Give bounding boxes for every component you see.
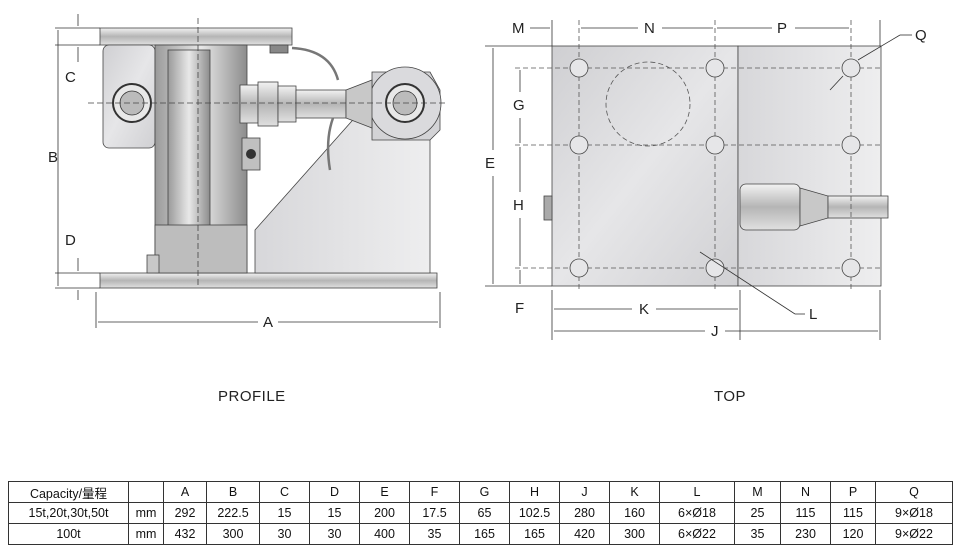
- table-cell: mm: [128, 523, 164, 545]
- table-row: 100t mm 432 300 30 30 400 35 165 165 420…: [8, 523, 953, 545]
- header-cell: E: [359, 481, 410, 503]
- technical-drawing: C B D A PROFILE: [48, 14, 927, 405]
- profile-caption: PROFILE: [218, 388, 286, 405]
- top-dimension-lines: [485, 20, 912, 340]
- header-cell: P: [830, 481, 876, 503]
- column-base: [154, 224, 248, 274]
- dim-h-label: H: [513, 197, 524, 214]
- header-cell: F: [409, 481, 460, 503]
- table-cell: 15: [259, 502, 310, 524]
- dim-p-label: P: [777, 20, 787, 37]
- header-cell: D: [309, 481, 360, 503]
- table-cell: 30: [309, 523, 360, 545]
- table-cell: 165: [509, 523, 560, 545]
- header-cell: A: [163, 481, 207, 503]
- table-cell: 15: [309, 502, 360, 524]
- header-cell: G: [459, 481, 510, 503]
- table-cell: 9×Ø18: [875, 502, 953, 524]
- table-cell: mm: [128, 502, 164, 524]
- header-cell: L: [659, 481, 735, 503]
- table-cell: 115: [780, 502, 831, 524]
- header-cell: Capacity/量程: [8, 481, 129, 503]
- header-cell: [128, 481, 164, 503]
- table-cell: 120: [830, 523, 876, 545]
- table-cell: 400: [359, 523, 410, 545]
- table-cell: 160: [609, 502, 660, 524]
- table-cell: 200: [359, 502, 410, 524]
- header-cell: J: [559, 481, 610, 503]
- header-cell: B: [206, 481, 260, 503]
- dim-m-label: M: [512, 20, 525, 37]
- top-plate: [99, 27, 293, 46]
- table-cell: 300: [206, 523, 260, 545]
- table-cell: 432: [163, 523, 207, 545]
- top-view: [515, 20, 889, 292]
- table-cell: 165: [459, 523, 510, 545]
- spec-table: Capacity/量程 A B C D E F G H J K L M N P …: [8, 481, 953, 545]
- profile-view: [88, 18, 448, 289]
- profile-dimension-lines: [55, 14, 441, 328]
- link-rod: [295, 89, 347, 119]
- dim-q-label: Q: [915, 27, 927, 44]
- table-cell: 6×Ø18: [659, 502, 735, 524]
- header-cell: N: [780, 481, 831, 503]
- header-cell: K: [609, 481, 660, 503]
- hex-nut-3: [277, 85, 297, 123]
- dim-f-label: F: [515, 300, 524, 317]
- header-cell: M: [734, 481, 781, 503]
- dim-k-label: K: [639, 301, 649, 318]
- dim-b-label: B: [48, 149, 58, 166]
- table-cell: 100t: [8, 523, 129, 545]
- header-cell: C: [259, 481, 310, 503]
- table-cell: 300: [609, 523, 660, 545]
- top-plate-left: [551, 45, 739, 287]
- dim-j-label: J: [711, 323, 719, 340]
- hex-nut-1: [239, 84, 259, 124]
- table-cell: 292: [163, 502, 207, 524]
- table-cell: 30: [259, 523, 310, 545]
- table-row: 15t,20t,30t,50t mm 292 222.5 15 15 200 1…: [8, 502, 953, 524]
- top-caption: TOP: [714, 388, 746, 405]
- table-cell: 222.5: [206, 502, 260, 524]
- dim-c-label: C: [65, 69, 76, 86]
- base-plate: [99, 272, 438, 289]
- table-cell: 102.5: [509, 502, 560, 524]
- dim-n-label: N: [644, 20, 655, 37]
- dim-g-label: G: [513, 97, 525, 114]
- hex-nut-2: [257, 81, 279, 127]
- table-cell: 9×Ø22: [875, 523, 953, 545]
- table-cell: 230: [780, 523, 831, 545]
- table-cell: 280: [559, 502, 610, 524]
- header-cell: Q: [875, 481, 953, 503]
- dim-d-label: D: [65, 232, 76, 249]
- dim-a-label: A: [263, 314, 273, 331]
- table-cell: 65: [459, 502, 510, 524]
- table-cell: 35: [734, 523, 781, 545]
- table-cell: 115: [830, 502, 876, 524]
- dim-l-label: L: [809, 306, 817, 323]
- dim-e-label: E: [485, 155, 495, 172]
- table-cell: 6×Ø22: [659, 523, 735, 545]
- table-cell: 420: [559, 523, 610, 545]
- table-cell: 15t,20t,30t,50t: [8, 502, 129, 524]
- header-cell: H: [509, 481, 560, 503]
- table-cell: 35: [409, 523, 460, 545]
- top-plate-right: [737, 45, 882, 287]
- table-cell: 17.5: [409, 502, 460, 524]
- table-cell: 25: [734, 502, 781, 524]
- table-header-row: Capacity/量程 A B C D E F G H J K L M N P …: [8, 481, 953, 503]
